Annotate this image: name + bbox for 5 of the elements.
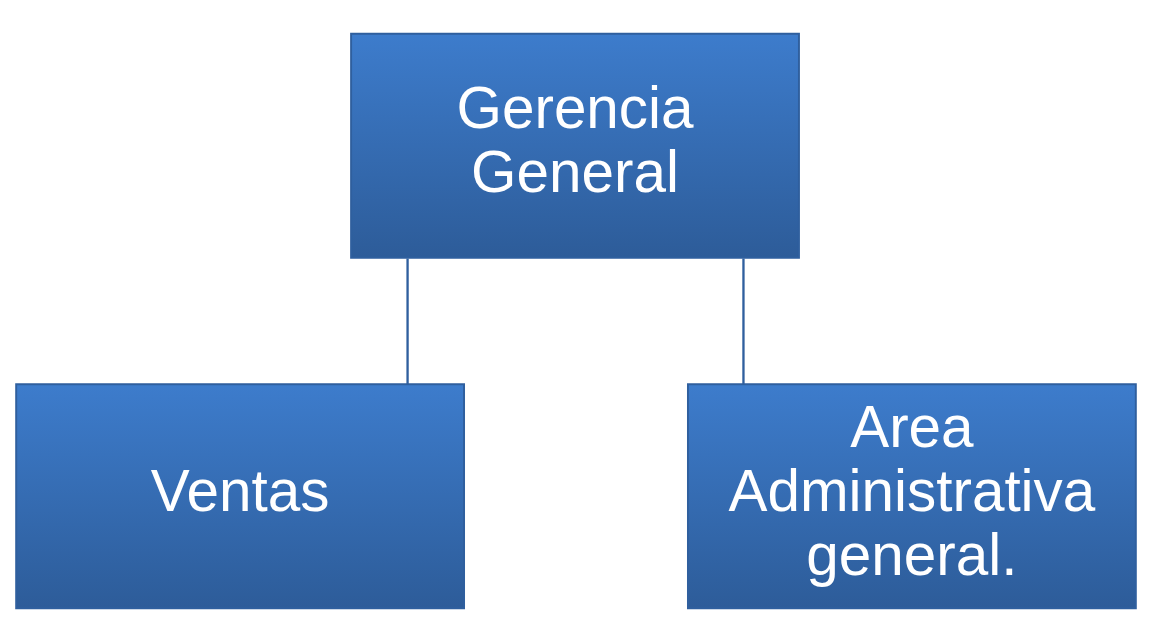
- connector: [742, 258, 745, 385]
- node-box: Area Administrativa general.: [687, 383, 1137, 610]
- node-box: Gerencia General: [350, 32, 800, 259]
- connector: [406, 258, 409, 385]
- node-box: Ventas: [15, 383, 465, 610]
